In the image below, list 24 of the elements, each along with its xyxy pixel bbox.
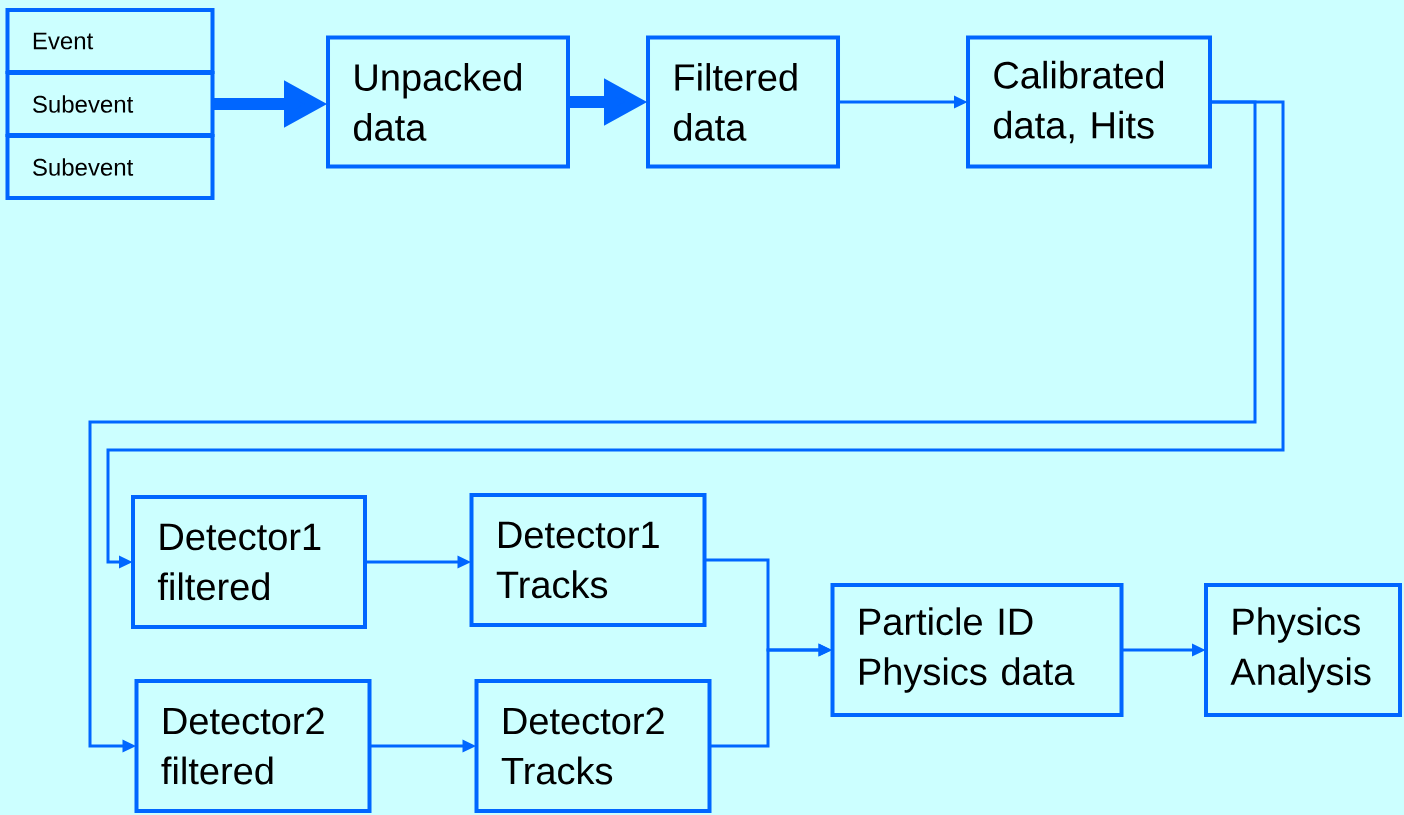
process-box	[1204, 583, 1402, 717]
process-box	[5, 71, 215, 137]
box-label: Detector1 filtered	[157, 523, 321, 601]
process-box	[469, 493, 707, 627]
process-box	[131, 495, 367, 629]
process-box	[326, 35, 570, 169]
box-label: Filtered data	[674, 63, 797, 141]
process-box	[966, 35, 1212, 169]
process-box	[474, 679, 712, 813]
box-label: Calibrated data, Hits	[994, 60, 1164, 144]
process-box	[646, 35, 840, 169]
box-label: Detector2 filtered	[161, 707, 324, 785]
process-box	[5, 134, 215, 200]
process-box	[830, 583, 1124, 717]
box-label: Particle ID Physics data	[860, 607, 1075, 693]
box-label: Subevent	[33, 158, 134, 176]
process-box	[134, 679, 372, 813]
box-label: Detector1 Tracks	[496, 521, 659, 599]
process-box	[5, 8, 215, 74]
box-label: Detector2 Tracks	[501, 707, 664, 785]
box-label: Event	[33, 32, 94, 50]
box-label: Unpacked data	[354, 63, 521, 141]
box-label: Subevent	[33, 95, 134, 113]
box-label: Physics Analysis	[1230, 607, 1371, 693]
